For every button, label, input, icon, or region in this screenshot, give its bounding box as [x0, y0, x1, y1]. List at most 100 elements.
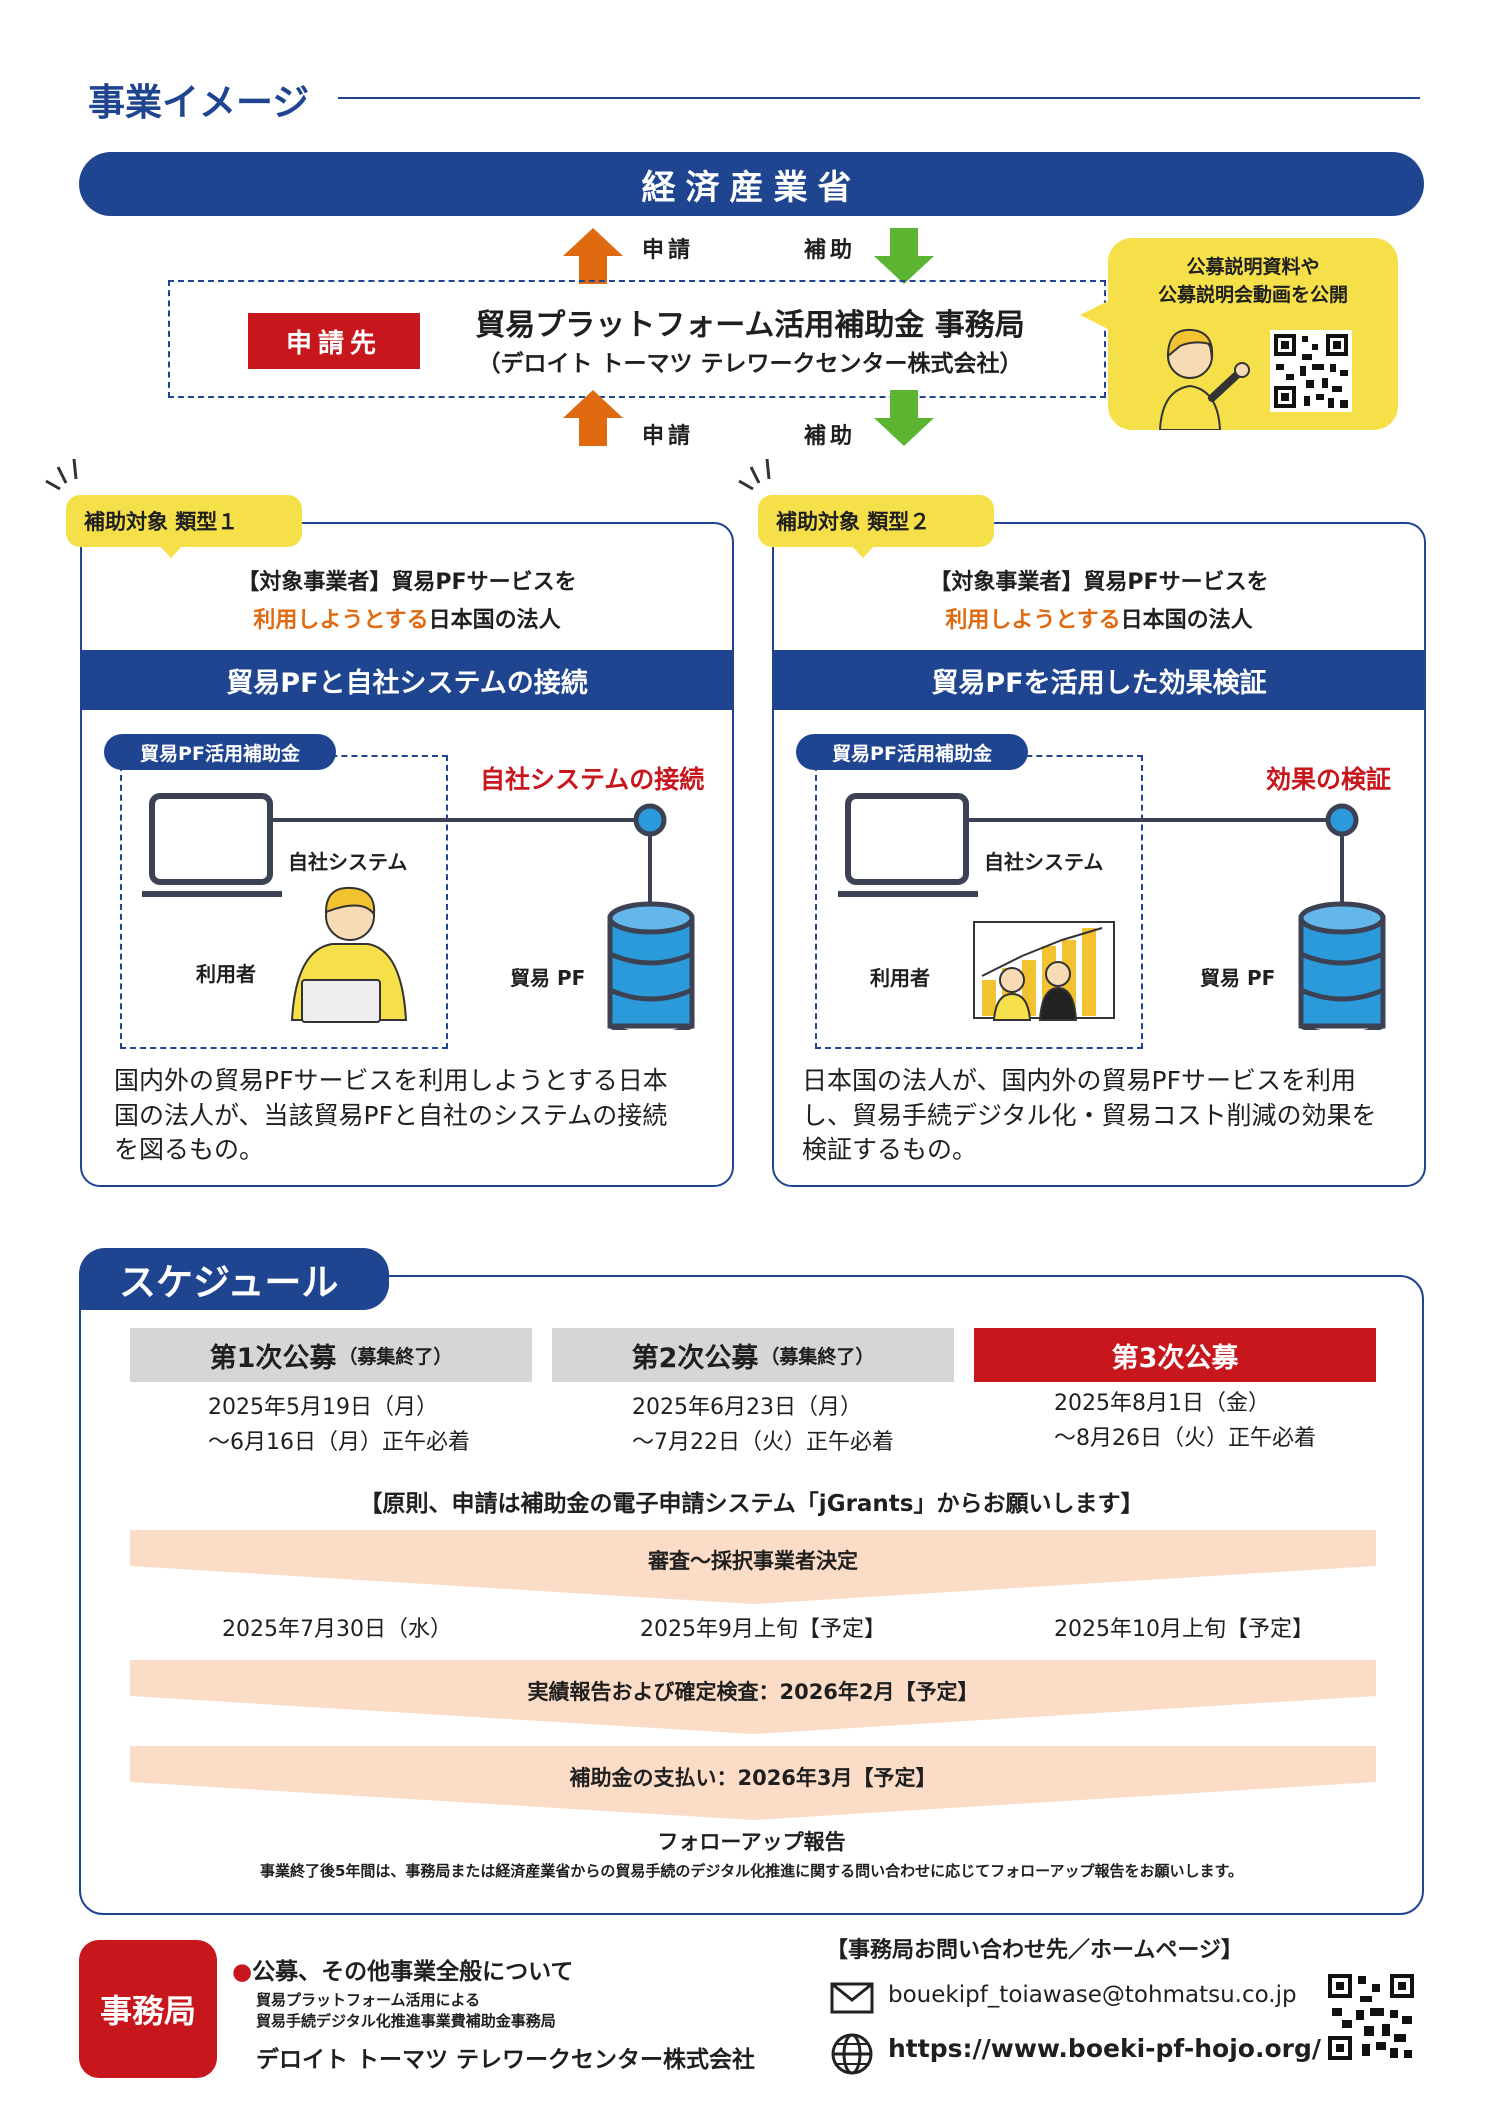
target-main: 貿易PFサービスを [1083, 570, 1269, 595]
desc-line: し、貿易手続デジタル化・貿易コスト削減の効果を [802, 1100, 1377, 1130]
target-tail: 日本国の法人 [428, 608, 561, 633]
qr-code-icon[interactable] [1326, 1972, 1416, 2062]
globe-icon [831, 2033, 873, 2075]
review-text: 審査～採択事業者決定 [648, 1549, 858, 1573]
section-title-business-image: 事業イメージ [88, 81, 310, 124]
subsidy-label: 補助 [804, 238, 857, 263]
round-name: 第2次公募 [631, 1342, 759, 1374]
footer-about: ●公募、その他事業全般について [232, 1952, 573, 1986]
tab-pointer [158, 544, 184, 558]
mail-icon [830, 1982, 874, 2014]
tab-pointer [850, 544, 876, 558]
round1-decision: 2025年7月30日（水） [222, 1617, 452, 1642]
type1-target-line1: 【対象事業者】貿易PFサービスを [80, 564, 734, 596]
round-note: （募集終了） [338, 1345, 453, 1368]
type2-pf-pill: 貿易PF活用補助金 [796, 734, 1028, 770]
round-note: （募集終了） [760, 1345, 875, 1368]
desc-line: 国内外の貿易PFサービスを利用しようとする日本 [114, 1066, 668, 1095]
footer-about-text: 公募、その他事業全般について [252, 1959, 574, 1985]
qr-code-icon[interactable] [1270, 330, 1352, 412]
office-box [168, 280, 1106, 398]
subsidy-arrow-down-icon [874, 390, 934, 446]
footer-org: 貿易プラットフォーム活用による 貿易手続デジタル化推進事業費補助金事務局 [256, 1990, 556, 2032]
type1-band: 貿易PFと自社システムの接続 [82, 650, 732, 710]
section-rule [338, 97, 1420, 99]
type2-user-label: 利用者 [870, 966, 930, 990]
emphasis-marks-icon [738, 458, 771, 491]
office-name: 貿易プラットフォーム活用補助金 事務局 [475, 308, 1025, 343]
type1-description: 国内外の貿易PFサービスを利用しようとする日本 国の法人が、当該貿易PFと自社の… [114, 1064, 714, 1168]
followup-title: フォローアップ報告 [657, 1830, 846, 1854]
round3-header: 第3次公募 [974, 1328, 1376, 1382]
desc-line: 国の法人が、当該貿易PFと自社のシステムの接続 [114, 1100, 668, 1130]
office-badge: 事務局 [79, 1940, 217, 2078]
payment-text: 補助金の支払い：2026年3月【予定】 [569, 1766, 937, 1790]
presenter-woman-icon [1158, 328, 1250, 430]
round3-dates: 2025年8月1日（金） ～8月26日（火）正午必着 [1054, 1386, 1316, 1456]
callout-line-2: 公募説明会動画を公開 [1157, 283, 1348, 306]
type2-target-line1: 【対象事業者】貿易PFサービスを [772, 564, 1426, 596]
date-start: 2025年5月19日（月） [208, 1395, 438, 1420]
contact-title: 【事務局お問い合わせ先／ホームページ】 [826, 1938, 1243, 1963]
contact-email[interactable]: bouekipf_toiawase@tohmatsu.co.jp [888, 1982, 1297, 2008]
round2-header: 第2次公募（募集終了） [552, 1328, 954, 1382]
type2-diagram [838, 793, 1386, 1030]
desc-line: 日本国の法人が、国内外の貿易PFサービスを利用 [802, 1066, 1356, 1095]
type1-pf-label: 貿易 PF [510, 966, 586, 990]
report-text: 実績報告および確定検査：2026年2月【予定】 [527, 1680, 979, 1704]
type1-tab: 補助対象 類型１ [66, 495, 302, 547]
ministry-banner: 経済産業省 [79, 152, 1424, 216]
type1-pf-pill: 貿易PF活用補助金 [104, 734, 336, 770]
type2-tab: 補助対象 類型２ [758, 495, 994, 547]
report-band-shape [130, 1660, 1376, 1734]
review-band-shape [130, 1530, 1376, 1604]
target-prefix: 【対象事業者】 [237, 570, 392, 595]
callout-line-1: 公募説明資料や [1186, 256, 1320, 278]
applicant-tag: 申請先 [248, 313, 420, 369]
apply-arrow-up-icon [563, 390, 623, 446]
type2-description: 日本国の法人が、国内外の貿易PFサービスを利用 し、貿易手続デジタル化・貿易コス… [802, 1064, 1412, 1168]
type1-diagram [142, 793, 695, 1030]
subsidy-arrow-down-icon [874, 228, 934, 284]
type1-red-label: 自社システムの接続 [480, 765, 705, 794]
type2-target-line2: 利用しようとする日本国の法人 [772, 602, 1426, 634]
payment-band-shape [130, 1746, 1376, 1820]
round-name: 第1次公募 [209, 1342, 337, 1374]
round1-header: 第1次公募（募集終了） [130, 1328, 532, 1382]
date-end: ～8月26日（火）正午必着 [1054, 1426, 1316, 1452]
target-tail: 日本国の法人 [1120, 608, 1253, 633]
target-orange: 利用しようとする [253, 608, 429, 633]
type1-user-label: 利用者 [196, 962, 256, 986]
homepage-url[interactable]: https://www.boeki-pf-hojo.org/ [888, 2034, 1321, 2063]
round3-decision: 2025年10月上旬【予定】 [1054, 1617, 1314, 1642]
apply-label: 申請 [642, 238, 695, 263]
jgrants-policy: 【原則、申請は補助金の電子申請システム「jGrants」からお願いします】 [359, 1491, 1144, 1517]
callout-text: 公募説明資料や 公募説明会動画を公開 [1108, 254, 1398, 309]
desc-line: 検証するもの。 [802, 1135, 978, 1164]
round1-dates: 2025年5月19日（月） ～6月16日（月）正午必着 [208, 1390, 470, 1460]
schedule-title: スケジュール [79, 1248, 389, 1310]
red-dot-icon: ● [232, 1959, 253, 1985]
callout-pointer [1080, 300, 1110, 330]
target-orange: 利用しようとする [945, 608, 1121, 633]
followup-text: 事業終了後5年間は、事務局または経済産業省からの貿易手続のデジタル化推進に関する… [259, 1862, 1244, 1880]
type2-red-label: 効果の検証 [1266, 765, 1392, 794]
target-main: 貿易PFサービスを [391, 570, 577, 595]
footer-company: デロイト トーマツ テレワークセンター株式会社 [256, 2047, 756, 2073]
type2-system-label: 自社システム [984, 850, 1104, 874]
office-company: （デロイト トーマツ テレワークセンター株式会社） [477, 351, 1023, 377]
apply-arrow-up-icon [563, 228, 623, 284]
apply-label: 申請 [642, 424, 695, 449]
type2-pf-label: 貿易 PF [1200, 966, 1276, 990]
round2-dates: 2025年6月23日（月） ～7月22日（火）正午必着 [632, 1390, 894, 1460]
type1-system-label: 自社システム [288, 850, 408, 874]
type2-band: 貿易PFを活用した効果検証 [774, 650, 1424, 710]
org-line-2: 貿易手続デジタル化推進事業費補助金事務局 [256, 2012, 556, 2030]
date-end: ～7月22日（火）正午必着 [632, 1430, 894, 1456]
org-line-1: 貿易プラットフォーム活用による [256, 1991, 481, 2009]
date-start: 2025年6月23日（月） [632, 1395, 862, 1420]
round2-decision: 2025年9月上旬【予定】 [640, 1617, 886, 1642]
type1-target-line2: 利用しようとする日本国の法人 [80, 602, 734, 634]
desc-line: を図るもの。 [114, 1135, 265, 1164]
schedule-box [79, 1275, 1424, 1915]
